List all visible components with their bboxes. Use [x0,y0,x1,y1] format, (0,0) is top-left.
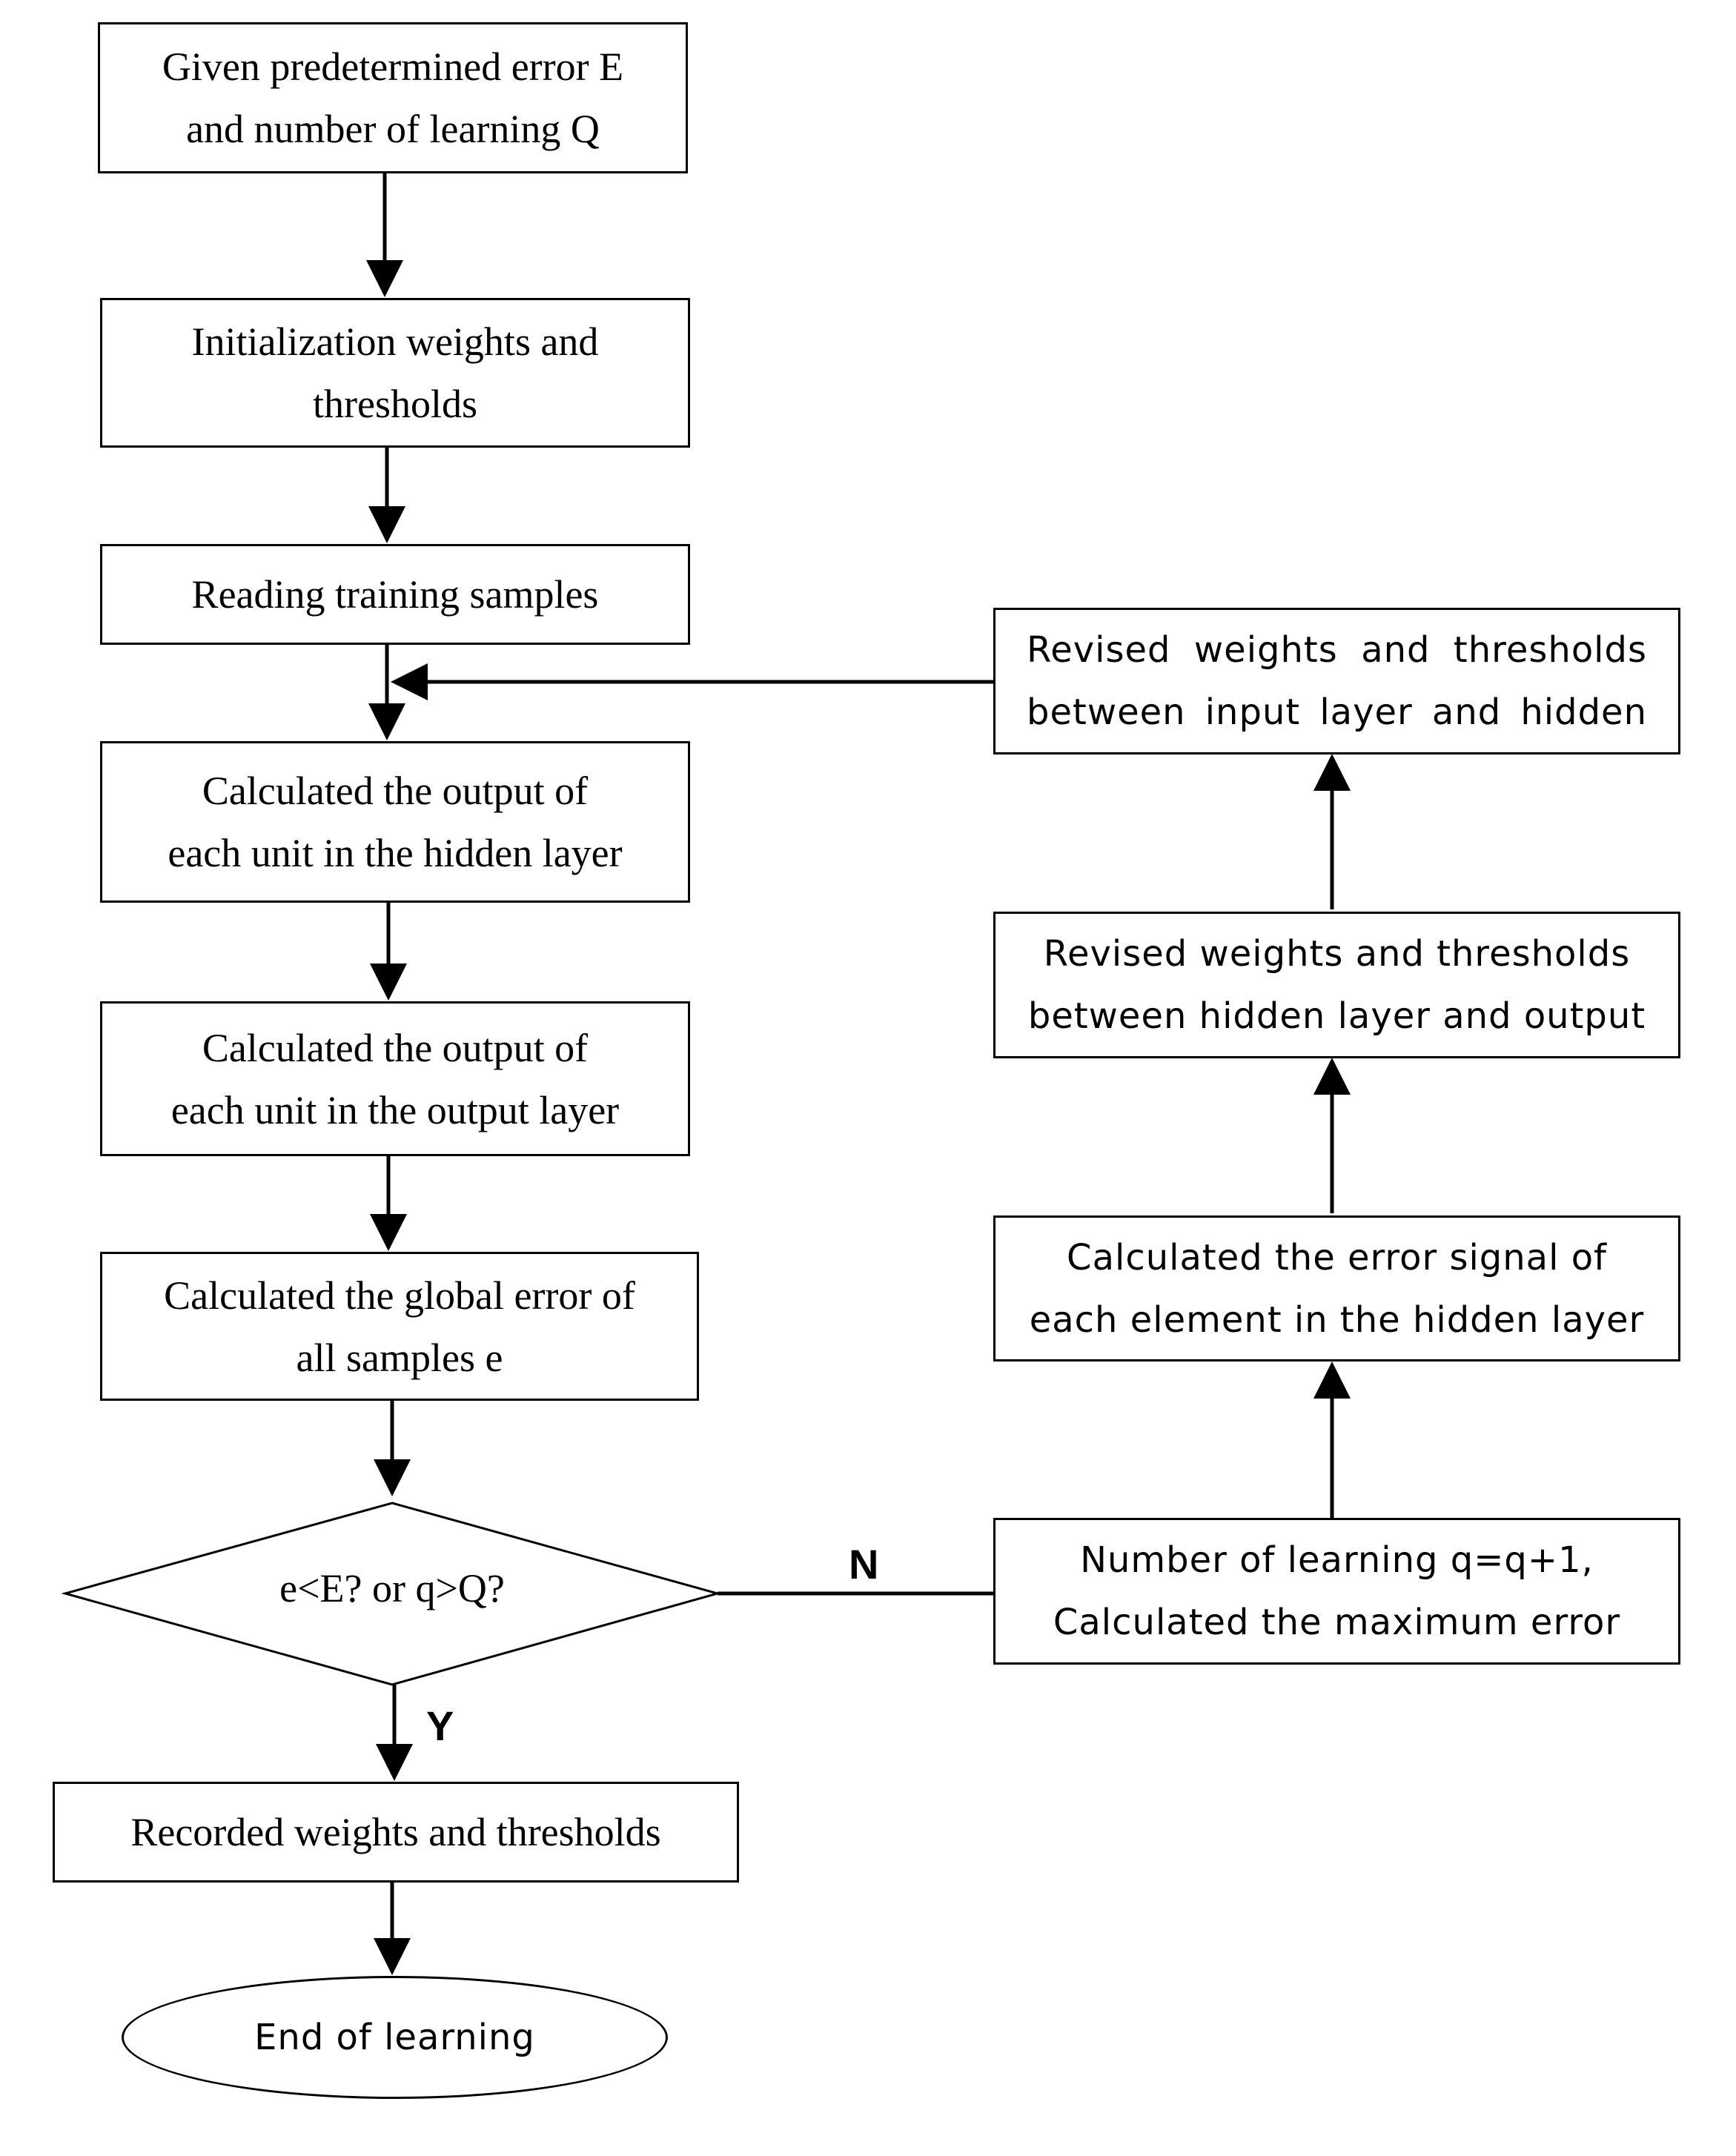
output-layer-line-1: Calculated the output of [202,1025,589,1070]
hidden-output-line-1: Calculated the output of [202,769,589,813]
end-line-1: End of learning [254,2017,535,2058]
hidden-output-box: Calculated the output of each unit in th… [100,741,690,903]
revise-input-hidden-line-2: between input layer and hidden [1027,691,1647,733]
record-line-1: Recorded weights and thresholds [130,1810,661,1854]
learning-count-line-1: Number of learning q=q+1, [1080,1539,1594,1581]
revise-hidden-output-box: Revised weights and thresholds between h… [993,912,1680,1058]
revise-input-hidden-box: Revised weights and thresholds between i… [993,608,1680,754]
error-signal-line-1: Calculated the error signal of [1067,1236,1607,1278]
branch-label-yes: Y [426,1702,454,1749]
start-line-1: Given predetermined error E [162,44,624,89]
decision-diamond [61,1502,722,1686]
learning-count-line-2: Calculated the maximum error [1053,1602,1621,1643]
global-error-box: Calculated the global error of all sampl… [100,1252,699,1401]
output-layer-box: Calculated the output of each unit in th… [100,1001,690,1156]
revise-input-hidden-line-1: Revised weights and thresholds [1027,629,1647,671]
global-error-line-2: all samples e [296,1335,503,1380]
hidden-output-line-2: each unit in the hidden layer [168,831,623,875]
output-layer-line-2: each unit in the output layer [170,1087,620,1132]
decision-label: e<E? or q>Q? [279,1566,505,1611]
error-signal-line-2: each element in the hidden layer [1029,1298,1645,1341]
read-line-1: Reading training samples [191,572,599,617]
start-box: Given predetermined error E and number o… [98,22,688,173]
error-signal-box: Calculated the error signal of each elem… [993,1215,1680,1361]
revise-hidden-output-line-1: Revised weights and thresholds [1043,933,1631,975]
init-line-1: Initialization weights and [191,319,599,364]
revise-hidden-output-line-2: between hidden layer and output [1027,995,1646,1037]
init-line-2: thresholds [313,382,477,426]
read-box: Reading training samples [100,544,690,645]
end-terminal: End of learning [122,1976,668,2099]
global-error-line-1: Calculated the global error of [164,1273,635,1318]
init-box: Initialization weights and thresholds [100,298,690,448]
record-box: Recorded weights and thresholds [53,1782,739,1883]
branch-label-no: N [849,1541,879,1588]
learning-count-box: Number of learning q=q+1, Calculated the… [993,1518,1680,1665]
start-line-2: and number of learning Q [186,107,600,151]
